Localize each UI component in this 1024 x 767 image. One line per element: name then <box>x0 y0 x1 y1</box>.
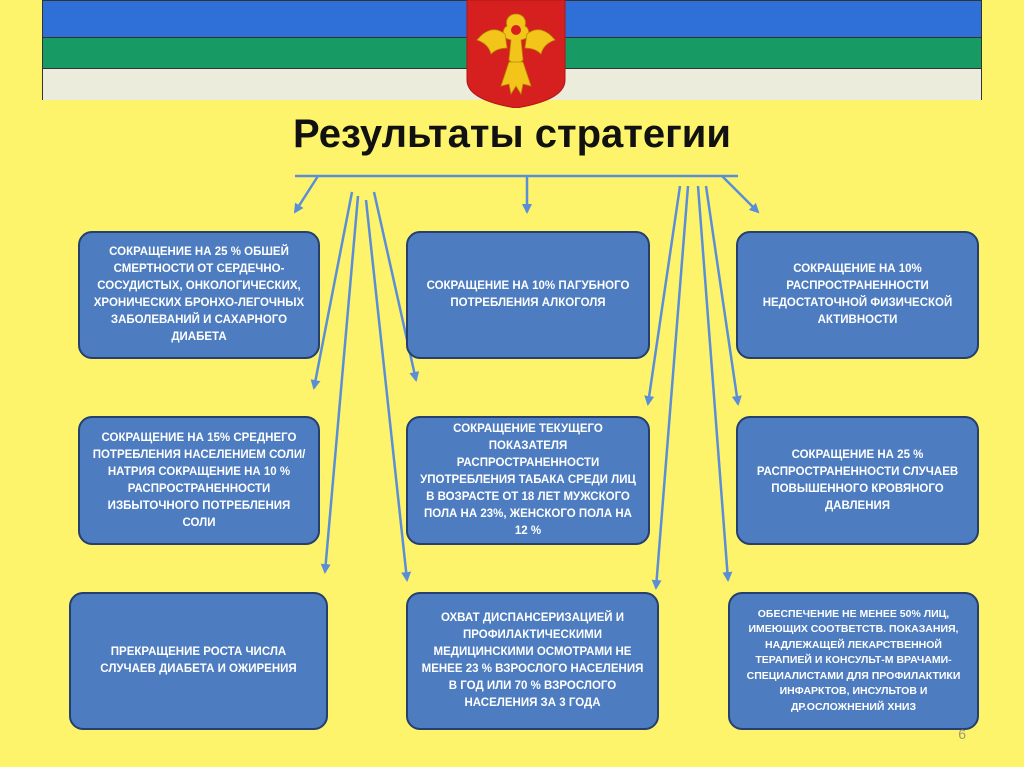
box-tobacco: СОКРАЩЕНИЕ ТЕКУЩЕГО ПОКАЗАТЕЛЯ РАСПРОСТР… <box>406 416 650 545</box>
box-screening-text: ОХВАТ ДИСПАНСЕРИЗАЦИЕЙ И ПРОФИЛАКТИЧЕСКИ… <box>421 612 644 709</box>
box-blood-pressure-text: СОКРАЩЕНИЕ НА 25 % РАСПРОСТРАНЕННОСТИ СЛ… <box>756 448 959 512</box>
box-tobacco-text: СОКРАЩЕНИЕ ТЕКУЩЕГО ПОКАЗАТЕЛЯ РАСПРОСТР… <box>420 423 636 537</box>
box-alcohol: СОКРАЩЕНИЕ НА 10% ПАГУБНОГО ПОТРЕБЛЕНИЯ … <box>406 231 650 359</box>
box-salt-text: СОКРАЩЕНИЕ НА 15% СРЕДНЕГО ПОТРЕБЛЕНИЯ Н… <box>92 431 306 529</box>
box-drug-therapy: ОБЕСПЕЧЕНИЕ НЕ МЕНЕЕ 50% ЛИЦ, ИМЕЮЩИХ СО… <box>728 592 979 730</box>
page-title: Результаты стратегии <box>293 112 731 156</box>
box-drug-therapy-text: ОБЕСПЕЧЕНИЕ НЕ МЕНЕЕ 50% ЛИЦ, ИМЕЮЩИХ СО… <box>746 607 961 713</box>
coat-of-arms-icon <box>466 0 566 108</box>
box-diabetes: ПРЕКРАЩЕНИЕ РОСТА ЧИСЛА СЛУЧАЕВ ДИАБЕТА … <box>69 592 328 730</box>
box-physical-activity: СОКРАЩЕНИЕ НА 10% РАСПРОСТРАНЕННОСТИ НЕД… <box>736 231 979 359</box>
box-mortality-text: СОКРАЩЕНИЕ НА 25 % ОБШЕЙ СМЕРТНОСТИ ОТ С… <box>93 246 305 343</box>
box-alcohol-text: СОКРАЩЕНИЕ НА 10% ПАГУБНОГО ПОТРЕБЛЕНИЯ … <box>426 280 630 309</box>
box-blood-pressure: СОКРАЩЕНИЕ НА 25 % РАСПРОСТРАНЕННОСТИ СЛ… <box>736 416 979 545</box>
box-diabetes-text: ПРЕКРАЩЕНИЕ РОСТА ЧИСЛА СЛУЧАЕВ ДИАБЕТА … <box>100 646 297 675</box>
box-physical-activity-text: СОКРАЩЕНИЕ НА 10% РАСПРОСТРАНЕННОСТИ НЕД… <box>762 263 953 326</box>
box-screening: ОХВАТ ДИСПАНСЕРИЗАЦИЕЙ И ПРОФИЛАКТИЧЕСКИ… <box>406 592 659 730</box>
page-number: 6 <box>958 726 966 742</box>
box-salt: СОКРАЩЕНИЕ НА 15% СРЕДНЕГО ПОТРЕБЛЕНИЯ Н… <box>78 416 320 545</box>
box-mortality: СОКРАЩЕНИЕ НА 25 % ОБШЕЙ СМЕРТНОСТИ ОТ С… <box>78 231 320 359</box>
